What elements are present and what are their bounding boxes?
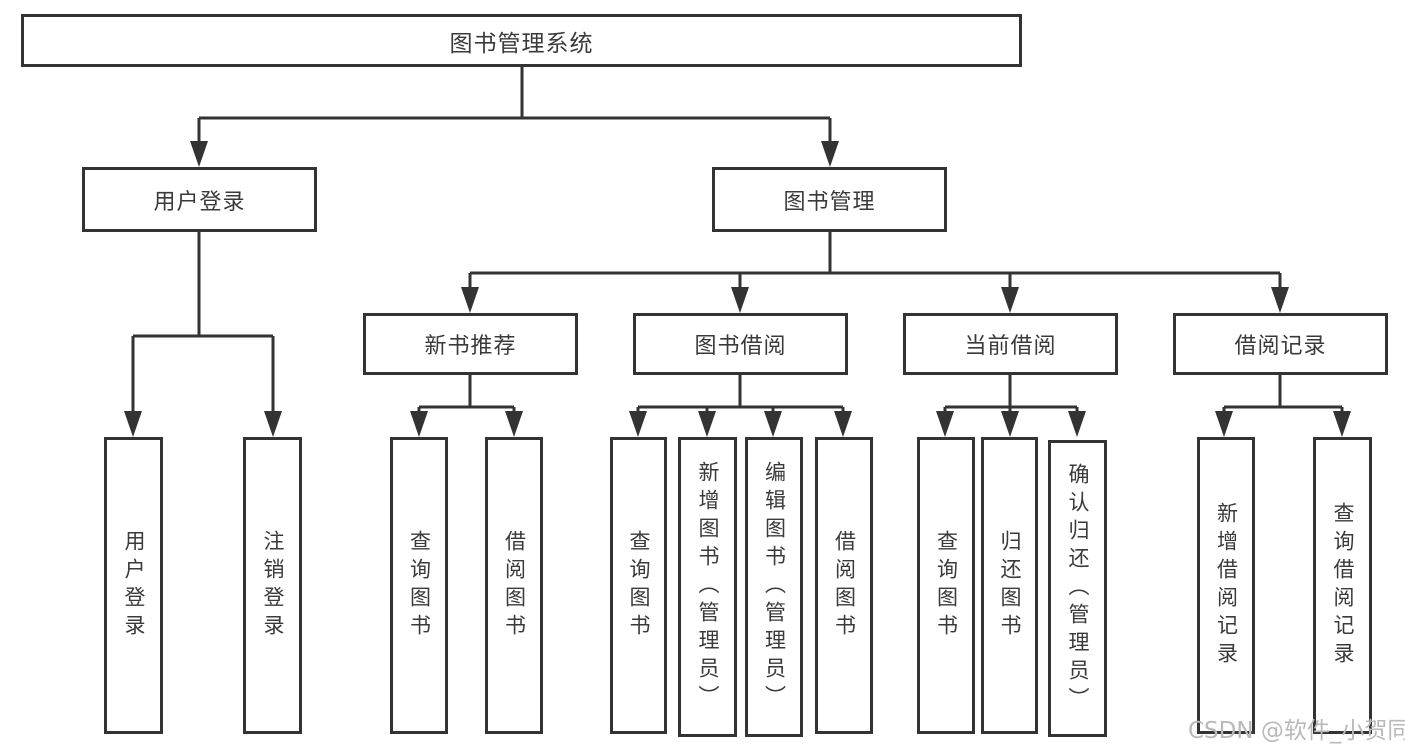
node-label: 新增图书（管理员） bbox=[696, 461, 720, 713]
node-borrowing-records: 借阅记录 bbox=[1173, 313, 1388, 375]
node-label: 查询图书 bbox=[934, 529, 959, 642]
node-label: 编辑图书（管理员） bbox=[762, 461, 787, 713]
node-leaf-query-books-cb: 查询图书 bbox=[917, 437, 975, 734]
node-label: 用户登录 bbox=[122, 529, 146, 642]
node-leaf-query-books-bb: 查询图书 bbox=[610, 437, 667, 734]
node-leaf-confirm-return-admin: 确认归还（管理员） bbox=[1048, 440, 1107, 737]
arrow-heads bbox=[124, 141, 1351, 437]
node-label: 借阅图书 bbox=[502, 529, 527, 642]
node-label: 新增借阅记录 bbox=[1214, 501, 1239, 670]
node-label: 归还图书 bbox=[998, 529, 1022, 642]
node-label: 查询借阅记录 bbox=[1331, 501, 1355, 670]
node-label: 确认归还（管理员） bbox=[1066, 462, 1090, 715]
node-label: 注销登录 bbox=[261, 529, 285, 642]
node-book-management: 图书管理 bbox=[712, 167, 947, 232]
connector-edges bbox=[131, 67, 1344, 420]
node-user-login: 用户登录 bbox=[82, 167, 317, 232]
node-label: 查询图书 bbox=[407, 529, 432, 642]
node-label: 查询图书 bbox=[627, 529, 651, 642]
node-leaf-add-books-admin: 新增图书（管理员） bbox=[678, 437, 737, 737]
node-current-borrowing: 当前借阅 bbox=[903, 313, 1118, 375]
node-leaf-borrow-books-bb: 借阅图书 bbox=[815, 437, 873, 734]
node-leaf-add-borrow-record: 新增借阅记录 bbox=[1197, 437, 1255, 734]
node-book-borrowing: 图书借阅 bbox=[633, 313, 848, 375]
node-leaf-edit-books-admin: 编辑图书（管理员） bbox=[745, 437, 803, 737]
csdn-watermark: CSDN @软件_小贺同学 bbox=[1188, 718, 1405, 744]
node-library-management-system: 图书管理系统 bbox=[21, 14, 1022, 67]
node-leaf-query-borrow-record: 查询借阅记录 bbox=[1313, 437, 1372, 734]
node-leaf-return-books: 归还图书 bbox=[981, 437, 1038, 734]
node-new-book-recommendation: 新书推荐 bbox=[363, 313, 578, 375]
node-leaf-user-login: 用户登录 bbox=[104, 437, 163, 734]
node-leaf-query-books-rec: 查询图书 bbox=[390, 437, 448, 734]
node-leaf-logout: 注销登录 bbox=[243, 437, 302, 734]
node-leaf-borrow-books-rec: 借阅图书 bbox=[485, 437, 543, 734]
node-label: 借阅图书 bbox=[832, 529, 857, 642]
